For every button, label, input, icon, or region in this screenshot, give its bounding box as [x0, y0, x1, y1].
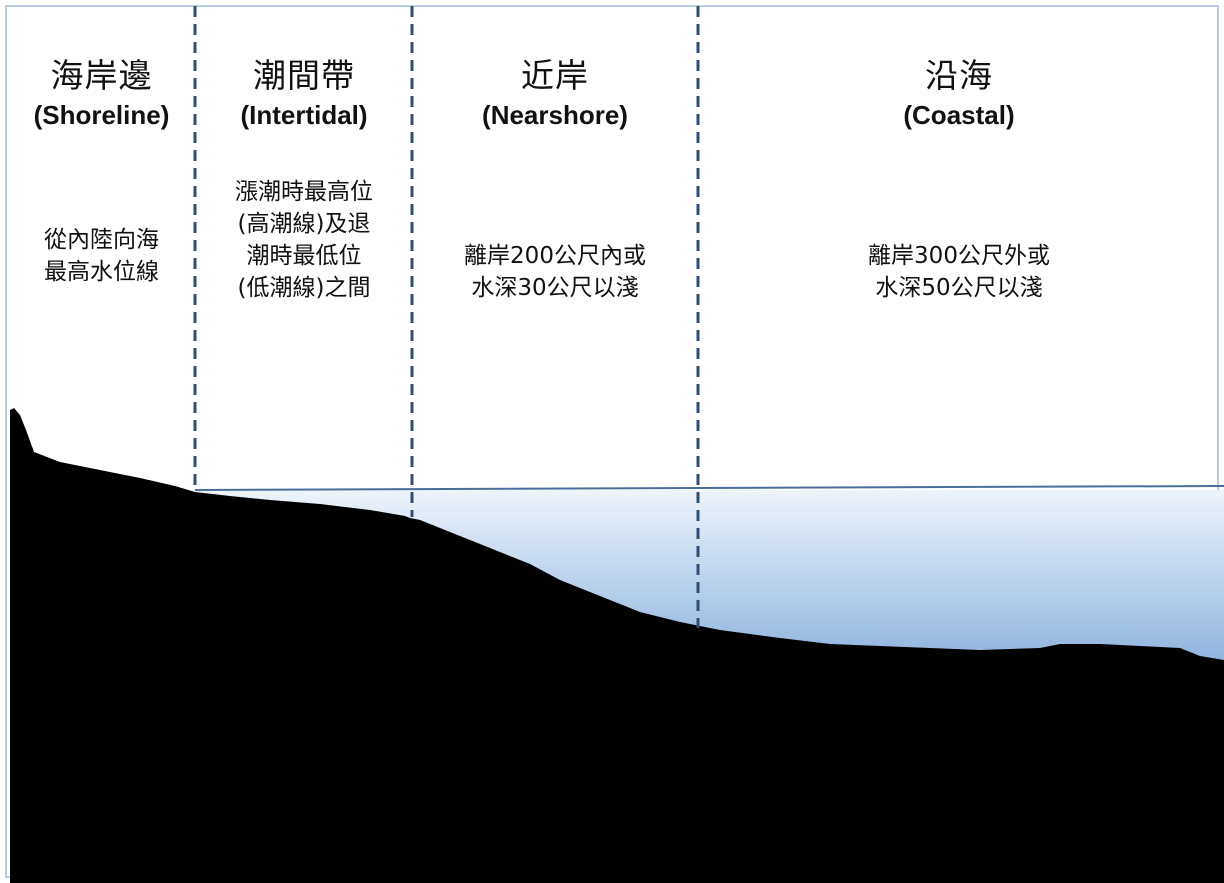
- seabed-profile: [10, 408, 1224, 883]
- zone-description: 離岸300公尺外或 水深50公尺以淺: [700, 240, 1218, 304]
- desc-line: 離岸300公尺外或: [868, 243, 1050, 269]
- desc-line: (高潮線)及退: [237, 211, 371, 237]
- zone-description: 從內陸向海 最高水位線: [8, 224, 195, 288]
- zone-coastal: 沿海 (Coastal) 離岸300公尺外或 水深50公尺以淺: [700, 0, 1218, 304]
- desc-line: 離岸200公尺內或: [464, 243, 646, 269]
- zone-title-zh: 潮間帶: [253, 56, 355, 95]
- desc-line: 最高水位線: [44, 259, 159, 285]
- zone-title-en: (Coastal): [903, 100, 1015, 130]
- water-surface-line: [194, 485, 1224, 491]
- desc-line: 水深30公尺以淺: [471, 275, 639, 301]
- zone-title-en: (Nearshore): [482, 100, 628, 130]
- zone-intertidal: 潮間帶 (Intertidal) 漲潮時最高位 (高潮線)及退 潮時最低位 (低…: [197, 0, 411, 304]
- zone-title-zh: 海岸邊: [50, 56, 153, 95]
- desc-line: 潮時最低位: [246, 243, 362, 269]
- zone-title-en: (Intertidal): [240, 100, 368, 130]
- desc-line: 從內陸向海: [44, 227, 159, 253]
- desc-line: 漲潮時最高位: [235, 179, 373, 205]
- zone-title-zh: 近岸: [521, 56, 589, 95]
- desc-line: (低潮線)之間: [237, 275, 371, 301]
- desc-line: 水深50公尺以淺: [875, 275, 1043, 301]
- zone-shoreline: 海岸邊 (Shoreline) 從內陸向海 最高水位線: [8, 0, 195, 288]
- zone-title-zh: 沿海: [925, 56, 993, 95]
- zone-title-en: (Shoreline): [33, 100, 170, 130]
- zone-description: 漲潮時最高位 (高潮線)及退 潮時最低位 (低潮線)之間: [197, 176, 411, 304]
- zone-nearshore: 近岸 (Nearshore) 離岸200公尺內或 水深30公尺以淺: [414, 0, 696, 304]
- zone-description: 離岸200公尺內或 水深30公尺以淺: [414, 240, 696, 304]
